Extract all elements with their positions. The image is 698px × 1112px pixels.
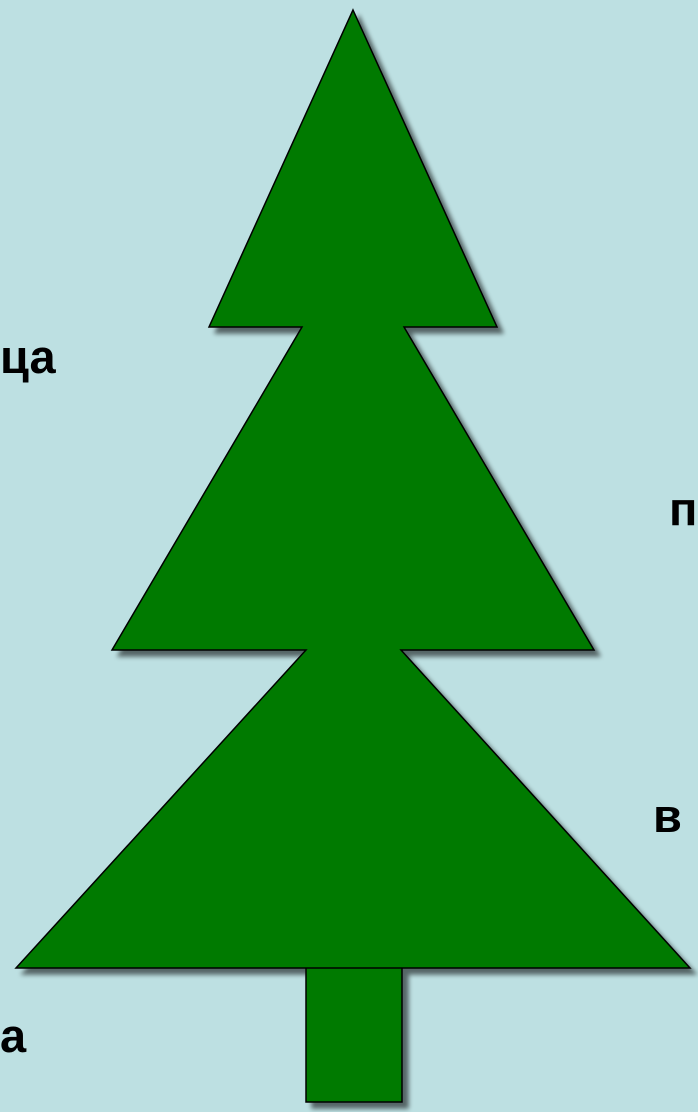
text-fragment-right-upper: п	[669, 485, 697, 532]
text-fragment-left-upper: ца	[0, 333, 56, 380]
tree-crown	[16, 10, 690, 968]
text-fragment-right-lower: в	[653, 792, 682, 839]
text-fragment-left-lower: а	[0, 1012, 26, 1059]
